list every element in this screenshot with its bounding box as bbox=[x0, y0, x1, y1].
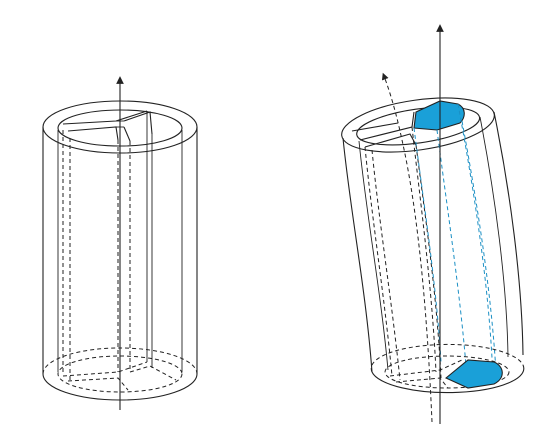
bent-bottom-outer-rim bbox=[371, 364, 525, 394]
bottom-inner-rim bbox=[57, 355, 183, 393]
bent-top-partition bbox=[351, 111, 417, 148]
straight-cylinder bbox=[42, 76, 198, 410]
bent-axis bbox=[381, 72, 433, 423]
bent-top-inner-rim bbox=[356, 106, 481, 146]
bent-top-outer-rim bbox=[341, 97, 495, 153]
bent-cylinder bbox=[341, 24, 525, 424]
highlighted-sector-bottom bbox=[444, 359, 503, 389]
highlighted-sector-top bbox=[413, 100, 465, 131]
bent-bottom-inner-rim bbox=[384, 355, 510, 389]
